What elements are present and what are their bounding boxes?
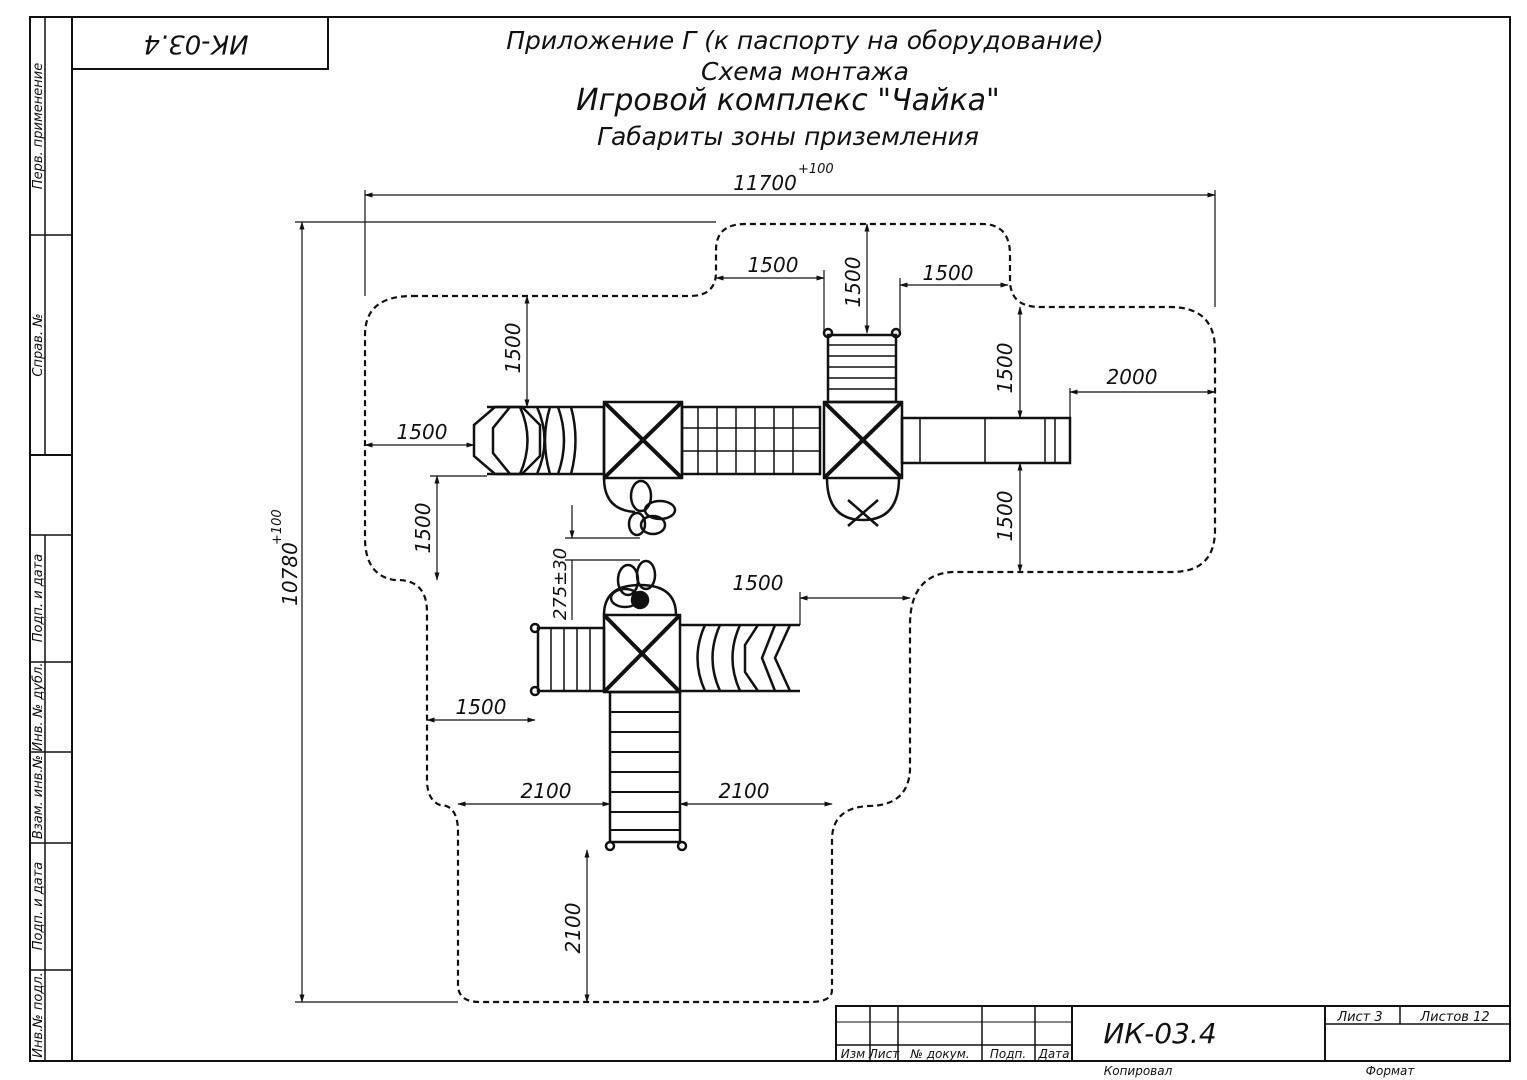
col-doc: № докум. [909, 1047, 969, 1061]
dim-overall-height: 10780 [278, 542, 302, 606]
dim-tol-width: +100 [798, 162, 834, 177]
strip-label-podp-1: Подп. и дата [31, 554, 46, 643]
dim-2000: 2000 [1107, 365, 1158, 389]
dim-2100-left: 2100 [521, 779, 572, 803]
dim-1500-top-right: 1500 [923, 261, 974, 285]
strip-label-vzam: Взам. инв.№ [31, 755, 46, 839]
code-box-top [71, 16, 329, 70]
col-date: Дата [1037, 1047, 1069, 1061]
strip-label-inv-dubl: Инв. № дубл. [31, 663, 46, 752]
strip-label-podp-2: Подп. и дата [31, 862, 46, 951]
title-scheme: Схема монтажа [701, 57, 909, 86]
dim-1500-top: 1500 [748, 253, 799, 277]
dim-2100-down: 2100 [561, 903, 585, 954]
col-list: Лист [868, 1047, 900, 1061]
col-izm: Изм [841, 1047, 865, 1061]
dim-1500-left-lower: 1500 [411, 503, 435, 554]
equipment-lower [529, 559, 800, 852]
dim-1500-lower-right: 1500 [733, 571, 784, 595]
dim-1500-right-upper: 1500 [993, 343, 1017, 394]
dim-2100-right: 2100 [719, 779, 770, 803]
dimension-lines [295, 190, 1216, 1003]
title-block-sheets: Листов 12 [1419, 1010, 1489, 1025]
strip-label-inv-podl: Инв.№ подл. [31, 972, 46, 1058]
title-block-code: ИК-03.4 [1103, 1017, 1216, 1050]
strip-label-perv: Перв. применение [31, 63, 46, 189]
col-sign: Подп. [990, 1047, 1026, 1061]
label-format: Формат [1366, 1064, 1416, 1078]
dim-1500-lower-left: 1500 [456, 695, 507, 719]
drawing-frame [29, 16, 1511, 1062]
title-complex: Игровой комплекс "Чайка" [576, 83, 1000, 118]
title-block-sheet: Лист 3 [1336, 1010, 1382, 1025]
dim-overall-width: 11700 [733, 171, 797, 195]
title-block [835, 1005, 1511, 1062]
doc-code-upside-down: ИК-03.4 [143, 29, 248, 59]
dim-1500-left-upper: 1500 [501, 323, 525, 374]
equipment-upper [472, 327, 1072, 537]
landing-zone-outline [363, 222, 1217, 1004]
title-zone: Габариты зоны приземления [597, 122, 979, 151]
dim-1500-left: 1500 [397, 420, 448, 444]
dim-275: 275±30 [550, 548, 571, 620]
strip-label-sprav: Справ. № [31, 313, 46, 376]
title-appendix: Приложение Г (к паспорту на оборудование… [506, 26, 1104, 55]
label-copied: Копировал [1104, 1064, 1173, 1078]
dim-1500-top-vertical: 1500 [841, 257, 865, 308]
dim-1500-right-lower: 1500 [993, 491, 1017, 542]
dim-tol-height: +100 [270, 509, 285, 545]
